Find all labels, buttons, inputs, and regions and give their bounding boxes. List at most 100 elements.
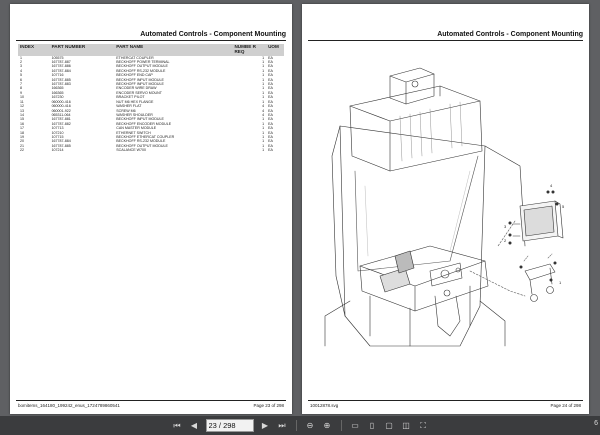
row-part-name: ENCODER WIRE DRAW — [116, 86, 157, 91]
row-part-number: 065311-064 — [51, 112, 71, 117]
row-part-name: BECKHOFF RS-232 MODULE — [116, 68, 166, 73]
cab-frame — [339, 125, 486, 347]
row-index: 1 — [20, 55, 22, 60]
row-part-name: BECKHOFF ETHERCAT COUPLER — [116, 134, 175, 139]
row-part-name: BECKHOFF INPUT MODULE — [116, 117, 164, 122]
row-index: 5 — [20, 73, 22, 78]
row-part-number: 167787-883 — [51, 82, 71, 87]
row-part-number: 167787-884 — [51, 68, 71, 73]
row-part-number: 060000-416 — [51, 104, 71, 109]
row-part-number: 060000-416 — [51, 99, 71, 104]
callout-label: 1 — [559, 280, 562, 285]
row-part-number: 167787-884 — [51, 139, 71, 144]
fullscreen-icon[interactable]: ⛶ — [420, 420, 426, 430]
row-number-req: 1 — [262, 121, 265, 126]
toolbar-separator — [340, 420, 342, 431]
row-part-name: BECKHOFF OUTPUT MODULE — [116, 64, 168, 69]
left-page: Automated Controls - Component Mounting … — [10, 4, 292, 414]
last-page-icon[interactable]: ⏭ — [278, 420, 286, 430]
row-index: 8 — [20, 86, 22, 91]
mount-bracket — [524, 263, 556, 281]
row-part-number: 166365 — [51, 86, 64, 91]
row-number-req: 1 — [262, 64, 265, 69]
row-number-req: 1 — [262, 117, 265, 122]
row-part-number: 166365 — [51, 90, 64, 95]
row-number-req: 1 — [262, 68, 265, 73]
zoom-out-icon[interactable]: ⊖ — [306, 421, 314, 430]
row-number-req: 1 — [262, 139, 265, 144]
row-index: 6 — [20, 77, 22, 82]
row-uom: EA — [268, 104, 273, 109]
row-part-number: 167787-885 — [51, 143, 71, 148]
callout-label: 4 — [550, 183, 553, 188]
row-part-name: BECKHOFF RS-232 MODULE — [116, 139, 166, 144]
fit-width-icon[interactable]: ▯ — [369, 421, 375, 430]
row-part-name: CAN MASTER MODULE — [116, 126, 157, 131]
footer-filename: 10012878.svg — [310, 403, 339, 408]
row-index: 20 — [20, 139, 24, 144]
row-index: 9 — [20, 90, 22, 95]
row-part-name: BECKHOFF ENCODER MODULE — [116, 121, 172, 126]
row-index: 19 — [20, 134, 24, 139]
row-number-req: 1 — [262, 73, 265, 78]
row-uom: EA — [268, 148, 273, 153]
zoom-in-icon[interactable]: ⊕ — [323, 421, 331, 430]
footer-page-number: Page 23 of 298 — [253, 403, 284, 408]
row-part-number: 060001-922 — [51, 108, 71, 113]
row-uom: EA — [268, 60, 273, 65]
leader-line — [469, 270, 526, 297]
first-page-icon[interactable]: ⏮ — [173, 420, 181, 430]
page-number-input[interactable] — [205, 419, 254, 432]
callout-label: 3 — [504, 224, 507, 229]
zoom-level: 6 — [594, 420, 598, 427]
row-index: 14 — [20, 112, 24, 117]
top-device — [389, 67, 435, 105]
single-page-icon[interactable]: ▢ — [385, 421, 393, 430]
row-part-name: BECKHOFF INPUT MODULE — [116, 82, 164, 87]
row-number-req: 1 — [262, 86, 265, 91]
row-number-req: 1 — [262, 55, 265, 60]
col-uom: UOM — [266, 44, 284, 56]
row-number-req: 1 — [262, 130, 265, 135]
right-page: Automated Controls - Component Mounting — [302, 4, 589, 414]
row-uom: EA — [268, 126, 273, 131]
row-uom: EA — [268, 95, 273, 100]
row-part-name: BECKHOFF END CAP — [116, 73, 153, 78]
row-part-number: 107214 — [51, 148, 64, 153]
display-screen — [394, 250, 415, 274]
two-page-icon[interactable]: ◫ — [402, 421, 410, 430]
fit-page-icon[interactable]: ▭ — [351, 421, 359, 430]
row-number-req: 1 — [262, 90, 265, 95]
row-number-req: 1 — [262, 148, 265, 153]
next-page-icon[interactable]: ▶ — [261, 421, 269, 430]
row-number-req: 1 — [262, 60, 265, 65]
prev-page-icon[interactable]: ◀ — [190, 421, 198, 430]
footer-rule — [16, 400, 286, 401]
row-uom: EA — [268, 64, 273, 69]
row-part-number: 167230 — [51, 95, 64, 100]
row-number-req: 4 — [262, 104, 265, 109]
row-uom: EA — [268, 82, 273, 87]
row-index: 17 — [20, 126, 24, 131]
row-index: 13 — [20, 108, 24, 113]
row-uom: EA — [268, 86, 273, 91]
row-part-number: 167787-881 — [51, 117, 71, 122]
row-part-number: 167787-885 — [51, 77, 71, 82]
row-number-req: 4 — [262, 112, 265, 117]
row-number-req: 1 — [262, 126, 265, 131]
row-uom: EA — [268, 68, 273, 73]
row-part-name: BECKHOFF INPUT MODULE — [116, 77, 164, 82]
parts-table: INDEX PART NUMBER PART NAME NUMBE R REQ … — [18, 44, 284, 153]
col-part-number: PART NUMBER — [49, 44, 115, 56]
